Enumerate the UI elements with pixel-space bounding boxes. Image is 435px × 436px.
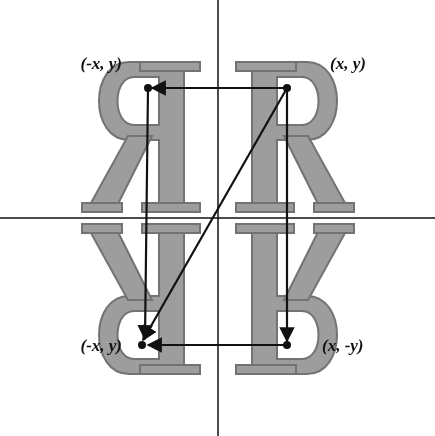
- original-letter: [236, 62, 354, 212]
- coordinate-label: (-x, y): [80, 337, 122, 356]
- point-dot: [138, 341, 146, 349]
- rotate-arrow: [143, 88, 287, 340]
- reflect-arrow: [152, 87, 287, 89]
- x-axis: [0, 217, 435, 219]
- reflect-arrow: [148, 344, 287, 346]
- point-dot: [144, 84, 152, 92]
- point-dot: [283, 84, 291, 92]
- coordinate-label: (x, -y): [322, 337, 364, 356]
- transform-arrows: [143, 88, 287, 345]
- point-dot: [283, 341, 291, 349]
- reflect-arrow: [145, 88, 148, 339]
- coordinate-label: (x, y): [330, 55, 366, 74]
- coordinate-label: (-x, y): [80, 55, 122, 74]
- mirrored-letter: [82, 62, 200, 212]
- point-dots: [138, 84, 291, 349]
- reflect-arrow: [286, 88, 288, 341]
